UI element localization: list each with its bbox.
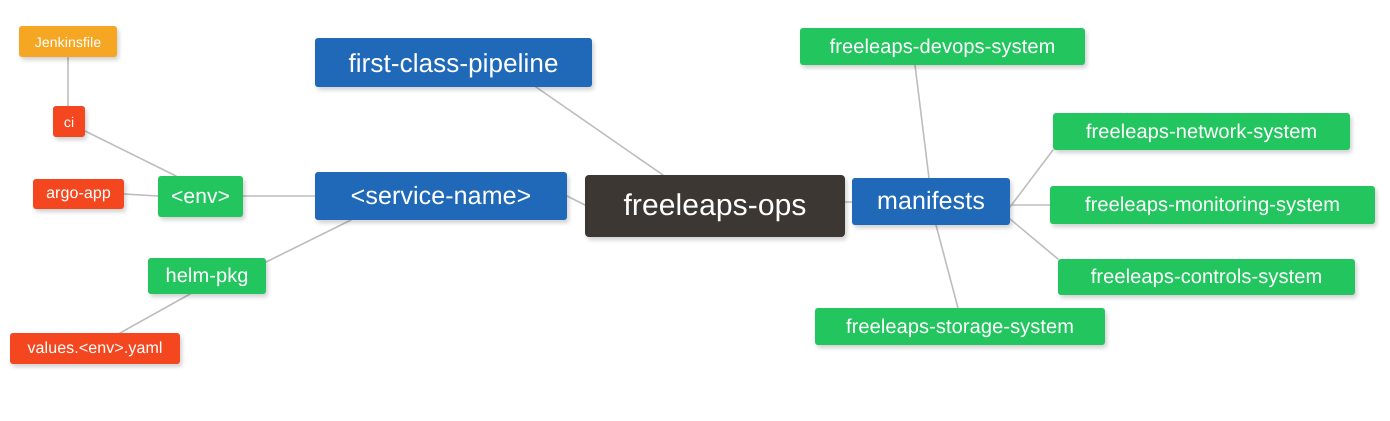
node-label-ci: ci (63, 113, 75, 130)
edge-ops-service-name (566, 195, 586, 206)
node-ci[interactable]: ci (53, 106, 85, 137)
node-label-freeleaps-storage-system: freeleaps-storage-system (845, 315, 1075, 338)
node-values-env-yaml[interactable]: values.<env>.yaml (10, 333, 180, 364)
node-freeleaps-monitoring-system[interactable]: freeleaps-monitoring-system (1050, 186, 1375, 224)
node-manifests[interactable]: manifests (852, 178, 1010, 225)
node-freeleaps-storage-system[interactable]: freeleaps-storage-system (815, 308, 1105, 345)
node-label-freeleaps-devops-system: freeleaps-devops-system (829, 35, 1056, 58)
node-env[interactable]: <env> (158, 176, 243, 217)
edge-env-ci (84, 130, 177, 177)
edge-service-name-helm-pkg (265, 219, 352, 263)
node-first-class-pipeline[interactable]: first-class-pipeline (315, 38, 592, 87)
node-label-first-class-pipeline: first-class-pipeline (348, 47, 559, 78)
node-label-freeleaps-network-system: freeleaps-network-system (1085, 120, 1318, 143)
edge-manifests-network (1009, 149, 1054, 208)
node-label-jenkinsfile: Jenkinsfile (34, 33, 102, 50)
node-label-freeleaps-monitoring-system: freeleaps-monitoring-system (1084, 194, 1340, 216)
node-service-name[interactable]: <service-name> (315, 172, 567, 220)
node-argo-app[interactable]: argo-app (33, 179, 124, 209)
node-freeleaps-devops-system[interactable]: freeleaps-devops-system (800, 28, 1085, 65)
node-freeleaps-controls-system[interactable]: freeleaps-controls-system (1058, 259, 1355, 295)
node-label-freeleaps-controls-system: freeleaps-controls-system (1090, 266, 1323, 288)
node-label-helm-pkg: helm-pkg (165, 265, 249, 287)
node-label-freeleaps-ops: freeleaps-ops (623, 189, 807, 222)
node-label-service-name: <service-name> (350, 181, 532, 210)
node-freeleaps-ops[interactable]: freeleaps-ops (585, 175, 845, 237)
node-helm-pkg[interactable]: helm-pkg (148, 258, 266, 294)
edge-ops-first-class-pipeline (535, 86, 664, 176)
node-label-values-env-yaml: values.<env>.yaml (27, 339, 163, 357)
node-jenkinsfile[interactable]: Jenkinsfile (19, 26, 117, 57)
edge-manifests-controls (1009, 218, 1059, 260)
node-label-manifests: manifests (877, 187, 985, 215)
edge-helm-pkg-values (119, 293, 191, 334)
node-freeleaps-network-system[interactable]: freeleaps-network-system (1053, 113, 1350, 150)
edge-env-argo-app (123, 193, 159, 197)
edge-manifests-devops (914, 64, 930, 179)
edge-manifests-storage (935, 224, 959, 309)
node-label-argo-app: argo-app (46, 185, 111, 202)
node-label-env: <env> (171, 185, 230, 208)
